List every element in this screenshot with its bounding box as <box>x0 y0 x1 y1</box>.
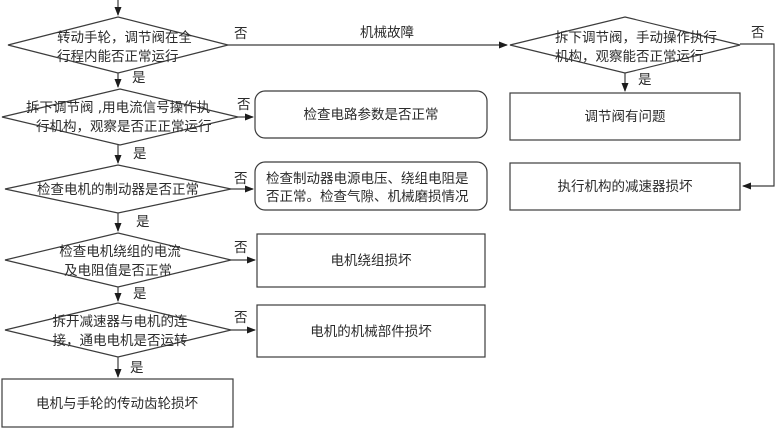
decision-manual-actuator-shape <box>509 16 741 74</box>
edge-label-no-d4: 否 <box>234 240 248 256</box>
edge-label-yes-d5: 是 <box>130 360 144 376</box>
result-winding-damaged-label: 电机绕组损坏 <box>331 253 412 269</box>
decision-detach-reducer-line2: 接，通电电机是否运转 <box>53 332 188 349</box>
result-valve-problem-label: 调节阀有问题 <box>585 109 666 125</box>
decision-manual-actuator: 拆下调节阀，手动操作执行 机构，观察能否正常运行 <box>509 16 741 74</box>
edge-label-yes-d6: 是 <box>638 72 652 88</box>
result-gear-damaged: 电机与手轮的传动齿轮损坏 <box>1 378 234 428</box>
process-check-brake-power-line1: 检查制动器电源电压、绕组电阻是 <box>266 171 469 187</box>
result-gear-damaged-label: 电机与手轮的传动齿轮损坏 <box>36 396 198 412</box>
decision-check-brake-shape <box>4 164 232 214</box>
process-check-circuit-shape <box>254 90 488 139</box>
decision-detach-reducer-shape <box>4 302 232 358</box>
decision-current-signal: 拆下调节阀 ,用电流信号操作执 行机构，观察是否正正常运行 <box>1 88 239 146</box>
result-motor-mechanical-damaged: 电机的机械部件损坏 <box>256 304 486 358</box>
decision-current-signal-line2: 行机构，观察是否正正常运行 <box>36 118 212 135</box>
result-motor-mechanical-damaged-label: 电机的机械部件损坏 <box>310 324 432 340</box>
result-reducer-damaged-shape <box>509 162 741 211</box>
process-check-circuit: 检查电路参数是否正常 <box>254 90 488 139</box>
result-motor-mechanical-damaged-shape <box>256 304 486 358</box>
decision-turn-handwheel-line2: 行程内能否正常运行 <box>57 49 179 65</box>
process-check-circuit-label: 检查电路参数是否正常 <box>304 106 439 123</box>
decision-check-winding-line2: 及电阻值是否正常 <box>64 263 172 279</box>
result-reducer-damaged: 执行机构的减速器损坏 <box>509 162 741 211</box>
decision-manual-actuator-line2: 机构，观察能否正常运行 <box>555 48 704 65</box>
edge-label-no-d6: 否 <box>751 25 765 41</box>
edge-label-no-d1: 否 <box>234 26 248 42</box>
result-reducer-damaged-label: 执行机构的减速器损坏 <box>558 179 693 195</box>
edge-label-mechanical-fault: 机械故障 <box>360 25 414 41</box>
decision-current-signal-shape <box>1 88 239 146</box>
edge-label-no-d5: 否 <box>234 310 248 326</box>
result-winding-damaged-shape <box>256 233 486 288</box>
decision-turn-handwheel-shape <box>7 16 229 74</box>
edge-label-no-d3: 否 <box>234 171 248 187</box>
decision-detach-reducer: 拆开减速器与电机的连 接，通电电机是否运转 <box>4 302 232 358</box>
process-check-brake-power: 检查制动器电源电压、绕组电阻是 否正常。检查气隙、机械磨损情况 <box>254 161 488 211</box>
decision-check-winding-line1: 检查电机绕组的电流 <box>59 244 181 260</box>
decision-current-signal-line1: 拆下调节阀 ,用电流信号操作执 <box>26 100 210 116</box>
edge-label-no-d2: 否 <box>237 97 251 113</box>
process-check-brake-power-line2: 否正常。检查气隙、机械磨损情况 <box>266 189 469 205</box>
edge-label-yes-d2: 是 <box>133 146 147 162</box>
result-gear-damaged-shape <box>1 378 234 428</box>
result-valve-problem-shape <box>509 92 741 141</box>
decision-turn-handwheel: 转动手轮，调节阀在全 行程内能否正常运行 <box>7 16 229 74</box>
decision-manual-actuator-line1: 拆下调节阀，手动操作执行 <box>555 30 717 46</box>
decision-check-brake: 检查电机的制动器是否正常 <box>4 164 232 214</box>
decision-check-brake-line1: 检查电机的制动器是否正常 <box>37 182 199 198</box>
decision-check-winding: 检查电机绕组的电流 及电阻值是否正常 <box>4 232 232 288</box>
decision-check-winding-shape <box>4 232 232 288</box>
result-winding-damaged: 电机绕组损坏 <box>256 233 486 288</box>
result-valve-problem: 调节阀有问题 <box>509 92 741 141</box>
edge-label-yes-d1: 是 <box>132 70 146 86</box>
connector-d6-no-reducer-box <box>740 43 775 190</box>
edge-label-yes-d3: 是 <box>136 214 150 230</box>
decision-detach-reducer-line1: 拆开减速器与电机的连 <box>53 314 188 330</box>
decision-turn-handwheel-line1: 转动手轮，调节阀在全 <box>57 29 192 46</box>
edge-label-yes-d4: 是 <box>133 286 147 302</box>
process-check-brake-power-shape <box>254 161 488 211</box>
